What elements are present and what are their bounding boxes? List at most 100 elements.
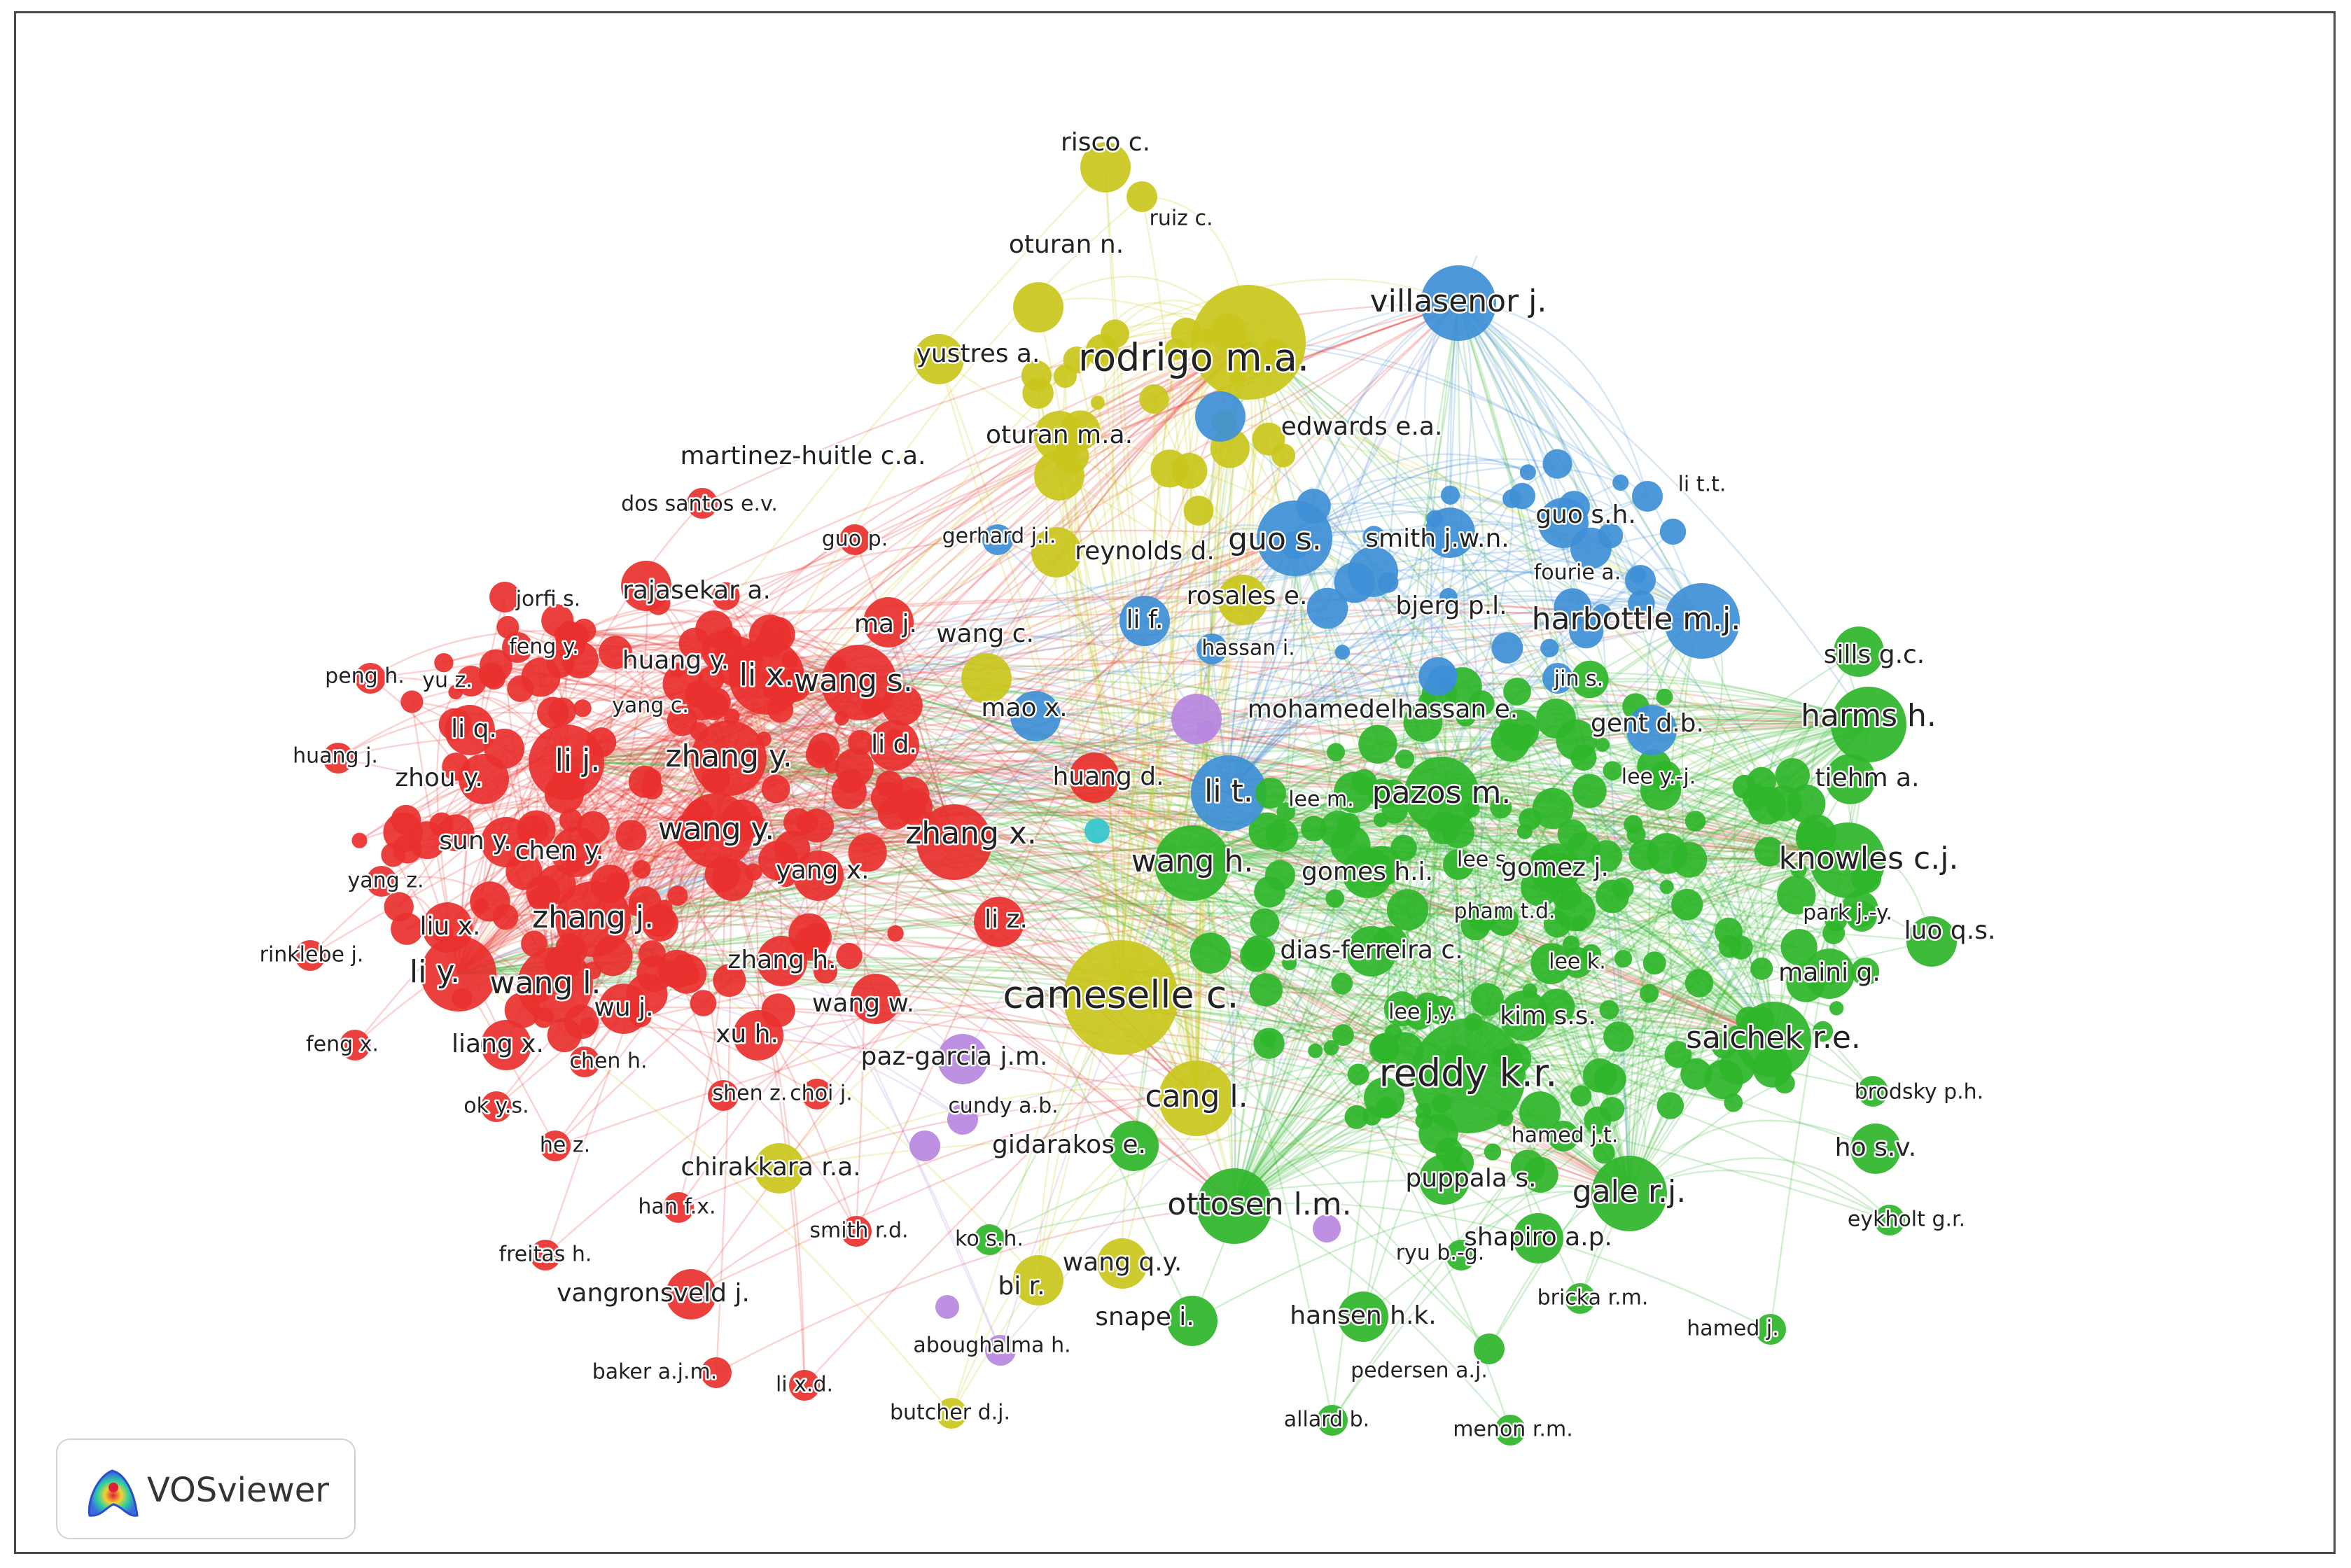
network-node-chen-h[interactable] bbox=[569, 1046, 600, 1077]
network-node[interactable] bbox=[1754, 836, 1785, 867]
network-node-lee-s[interactable] bbox=[1443, 849, 1474, 880]
network-node[interactable] bbox=[1373, 813, 1388, 827]
network-node-wang-s[interactable] bbox=[821, 645, 897, 720]
network-node[interactable] bbox=[1559, 890, 1575, 906]
network-node[interactable] bbox=[507, 675, 534, 702]
network-node[interactable] bbox=[1603, 761, 1623, 780]
network-node-li-q[interactable] bbox=[445, 705, 495, 755]
network-node[interactable] bbox=[1325, 889, 1344, 908]
network-node[interactable] bbox=[1490, 797, 1512, 819]
network-node-li-d[interactable] bbox=[869, 720, 919, 771]
network-node-yustres-a[interactable] bbox=[914, 334, 964, 384]
network-node[interactable] bbox=[1680, 1058, 1712, 1090]
network-node[interactable] bbox=[628, 899, 645, 916]
network-node-chen-y[interactable] bbox=[551, 827, 601, 877]
network-node[interactable] bbox=[1612, 474, 1629, 491]
network-node[interactable] bbox=[1628, 589, 1655, 617]
network-node[interactable] bbox=[1456, 706, 1476, 727]
network-node-sills-g-c[interactable] bbox=[1834, 626, 1884, 677]
network-node[interactable] bbox=[1519, 1091, 1561, 1133]
network-node[interactable] bbox=[1403, 703, 1443, 742]
network-node[interactable] bbox=[1659, 879, 1674, 895]
network-node-reddy-k-r[interactable] bbox=[1411, 1018, 1526, 1133]
network-node[interactable] bbox=[1183, 496, 1214, 526]
network-node-li-t-t[interactable] bbox=[1632, 481, 1663, 512]
network-node[interactable] bbox=[1536, 699, 1577, 738]
network-node-oturan-n[interactable] bbox=[1013, 282, 1063, 332]
network-node[interactable] bbox=[1684, 811, 1706, 832]
network-node[interactable] bbox=[1850, 957, 1880, 986]
network-node[interactable] bbox=[1101, 319, 1129, 349]
network-node-he-z[interactable] bbox=[540, 1130, 571, 1161]
network-node-reynolds-d[interactable] bbox=[1031, 527, 1082, 578]
network-node-guo-p[interactable] bbox=[839, 524, 870, 555]
network-node[interactable] bbox=[1519, 464, 1536, 481]
network-node-yang-x[interactable] bbox=[793, 850, 844, 901]
network-node[interactable] bbox=[526, 875, 561, 910]
network-node[interactable] bbox=[1090, 396, 1105, 410]
network-node[interactable] bbox=[1671, 841, 1708, 878]
network-node-rosales-e[interactable] bbox=[1218, 575, 1268, 625]
network-node[interactable] bbox=[1313, 1214, 1341, 1242]
network-node[interactable] bbox=[1190, 932, 1232, 974]
network-node-huang-j[interactable] bbox=[323, 743, 354, 774]
network-node[interactable] bbox=[1530, 943, 1572, 984]
network-node[interactable] bbox=[473, 898, 489, 914]
network-node-yang-z[interactable] bbox=[366, 866, 397, 897]
network-node[interactable] bbox=[1334, 645, 1351, 660]
network-node-zhang-h[interactable] bbox=[757, 936, 807, 986]
network-node-han-f-x[interactable] bbox=[663, 1192, 694, 1223]
network-node[interactable] bbox=[1308, 1043, 1323, 1058]
network-node[interactable] bbox=[393, 834, 422, 864]
network-node-ok-y-s[interactable] bbox=[481, 1091, 512, 1122]
network-node[interactable] bbox=[559, 808, 582, 832]
network-node-choi-j[interactable] bbox=[802, 1079, 832, 1110]
network-node-li-z[interactable] bbox=[974, 897, 1024, 947]
network-node-gomes-h-i[interactable] bbox=[1342, 848, 1393, 898]
network-node-ko-s-h[interactable] bbox=[974, 1224, 1005, 1255]
network-node[interactable] bbox=[1603, 1021, 1634, 1052]
network-node[interactable] bbox=[632, 860, 651, 879]
network-node[interactable] bbox=[437, 814, 475, 852]
network-node-puppala-s[interactable] bbox=[1419, 1154, 1470, 1205]
network-node-lee-k[interactable] bbox=[1562, 947, 1593, 978]
network-node-mohamedelhassan-e[interactable] bbox=[1171, 694, 1222, 744]
network-node[interactable] bbox=[541, 604, 574, 637]
network-node-zhou-y[interactable] bbox=[459, 754, 509, 804]
network-node-guo-s-h[interactable] bbox=[1538, 498, 1589, 548]
network-node-gale-r-j[interactable] bbox=[1591, 1156, 1667, 1231]
network-node-rinklebe-j[interactable] bbox=[295, 940, 326, 971]
network-node[interactable] bbox=[1612, 877, 1634, 899]
network-node-jin-s[interactable] bbox=[1542, 663, 1573, 694]
network-node[interactable] bbox=[1253, 1028, 1285, 1059]
network-node-rodrigo-m-a[interactable] bbox=[1191, 285, 1306, 400]
network-node-fourie-a[interactable] bbox=[1625, 565, 1656, 596]
network-node[interactable] bbox=[1491, 632, 1523, 664]
network-node[interactable] bbox=[1484, 1143, 1502, 1161]
network-node[interactable] bbox=[1557, 819, 1588, 850]
network-node[interactable] bbox=[1829, 1001, 1844, 1016]
network-node-bjerg-p-l[interactable] bbox=[1348, 547, 1398, 597]
network-node[interactable] bbox=[836, 942, 863, 969]
network-node-shen-z[interactable] bbox=[708, 1080, 739, 1111]
network-node-hamed-j-t[interactable] bbox=[1548, 1121, 1579, 1152]
network-node[interactable] bbox=[1139, 384, 1169, 414]
network-node[interactable] bbox=[1571, 660, 1609, 699]
network-node[interactable] bbox=[679, 965, 700, 986]
network-node-park-j-y[interactable] bbox=[1846, 901, 1877, 932]
network-node[interactable] bbox=[1282, 955, 1297, 971]
network-node-zhang-y[interactable] bbox=[691, 720, 767, 796]
network-node[interactable] bbox=[1327, 743, 1346, 762]
network-node[interactable] bbox=[1656, 1092, 1684, 1119]
network-node[interactable] bbox=[391, 804, 421, 835]
network-node-lee-m[interactable] bbox=[1255, 778, 1286, 808]
network-node-lee-y-j[interactable] bbox=[1650, 761, 1681, 792]
network-node[interactable] bbox=[1306, 587, 1348, 629]
network-node[interactable] bbox=[351, 832, 368, 848]
network-node-gomez-j[interactable] bbox=[1530, 844, 1580, 894]
network-node[interactable] bbox=[384, 892, 414, 922]
network-node[interactable] bbox=[580, 1017, 597, 1035]
network-node[interactable] bbox=[638, 940, 666, 968]
network-node[interactable] bbox=[1600, 1097, 1625, 1122]
network-node[interactable] bbox=[745, 863, 762, 881]
